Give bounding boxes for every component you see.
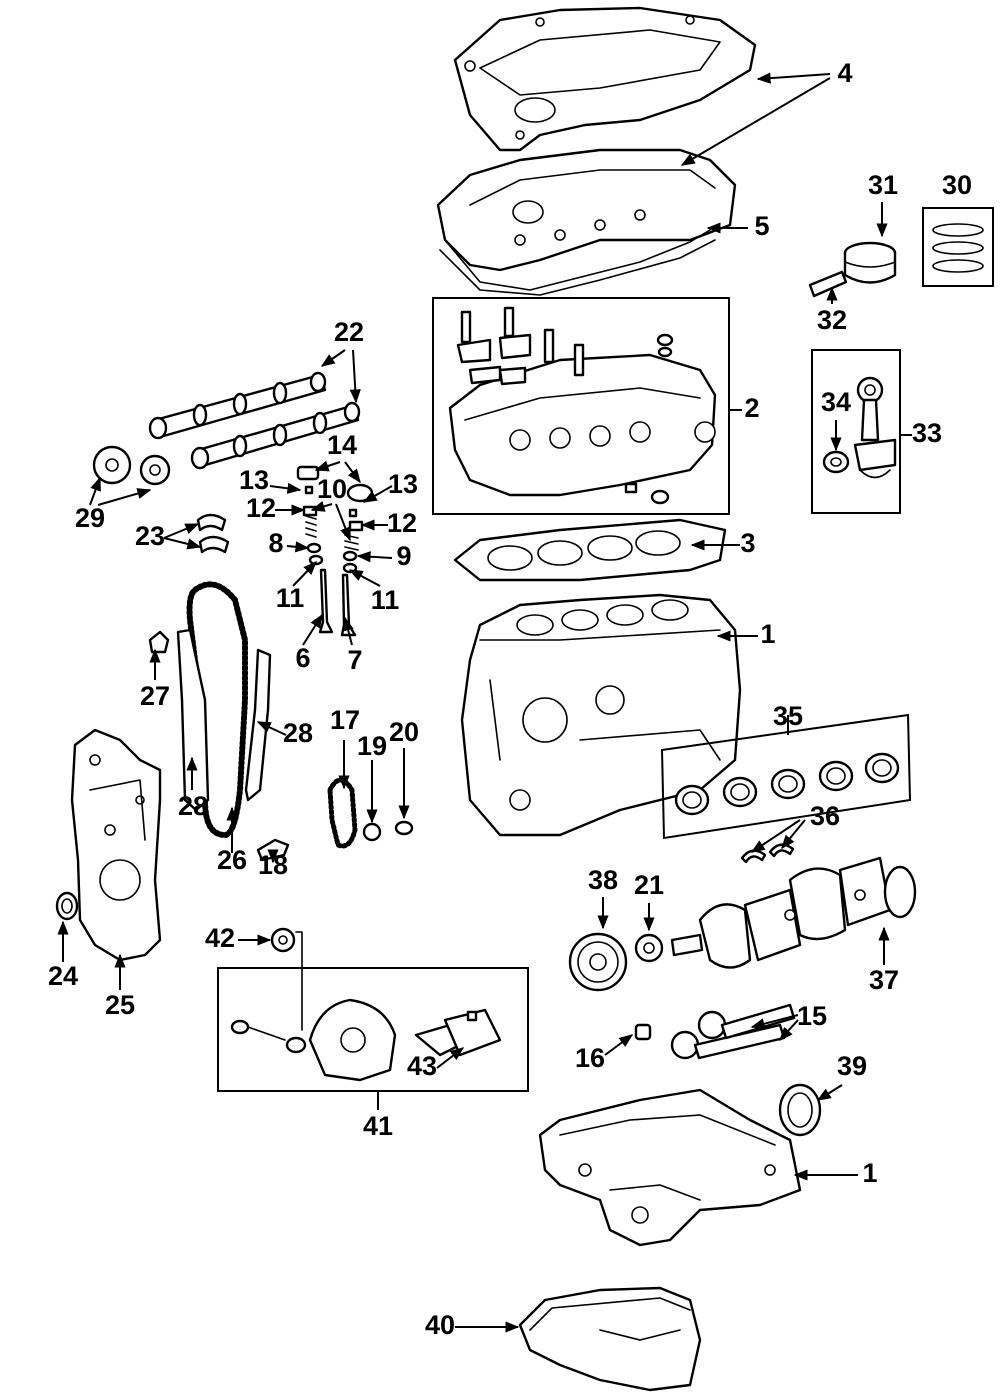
callout-2: 2 xyxy=(744,393,759,423)
lower-crankcase xyxy=(538,1088,802,1247)
oil-pump xyxy=(230,998,502,1082)
callout-13-right: 13 xyxy=(388,469,418,499)
piston-rings xyxy=(932,223,984,273)
callout-28-left: 28 xyxy=(178,791,208,821)
callout-11-left: 11 xyxy=(276,583,305,613)
piston xyxy=(808,241,897,298)
callout-14: 14 xyxy=(327,430,357,460)
callout-3: 3 xyxy=(740,528,755,558)
callout-5: 5 xyxy=(754,211,769,241)
callout-32: 32 xyxy=(817,305,847,335)
callout-28-right: 28 xyxy=(283,718,313,748)
head-gasket xyxy=(453,518,727,582)
oil-pan xyxy=(518,1286,702,1392)
callout-42: 42 xyxy=(205,923,235,953)
callout-25: 25 xyxy=(105,990,135,1020)
balance-shaft-chain xyxy=(327,777,414,849)
callout-7: 7 xyxy=(347,645,362,675)
crank-pulley xyxy=(568,932,664,992)
callout-numbers: 4 5 31 30 32 2 3 1 33 34 22 29 14 13 13 … xyxy=(48,58,972,1340)
oil-pump-group-box xyxy=(217,967,529,1092)
callout-8: 8 xyxy=(268,528,283,558)
callout-37: 37 xyxy=(869,965,899,995)
callout-36: 36 xyxy=(810,801,840,831)
callout-21: 21 xyxy=(634,870,664,900)
main-bearings-box xyxy=(660,713,912,840)
callout-34: 34 xyxy=(821,387,851,417)
connecting-rod xyxy=(822,376,897,479)
callout-12-left: 12 xyxy=(246,493,276,523)
balance-shafts xyxy=(634,1003,796,1060)
bearing-caps xyxy=(196,513,230,554)
engine-cover xyxy=(453,6,757,152)
callout-9: 9 xyxy=(396,541,411,571)
callout-20: 20 xyxy=(389,717,419,747)
crankshaft xyxy=(670,856,917,969)
callout-40: 40 xyxy=(425,1310,455,1340)
callout-30: 30 xyxy=(942,170,972,200)
callout-19: 19 xyxy=(357,731,387,761)
callout-18: 18 xyxy=(258,850,288,880)
callout-33: 33 xyxy=(912,418,942,448)
callout-6: 6 xyxy=(295,643,310,673)
engine-block xyxy=(460,593,742,837)
callout-23: 23 xyxy=(135,521,165,551)
callout-16: 16 xyxy=(575,1043,605,1073)
connecting-rod-box xyxy=(811,349,901,514)
cylinder-head xyxy=(448,306,717,505)
callout-13-left: 13 xyxy=(239,465,269,495)
callout-26: 26 xyxy=(217,845,247,875)
callout-31: 31 xyxy=(868,170,898,200)
callout-35: 35 xyxy=(773,701,803,731)
valve-cover-with-gasket xyxy=(436,148,737,296)
camshafts xyxy=(148,371,361,470)
callout-27: 27 xyxy=(140,681,170,711)
callout-41: 41 xyxy=(363,1111,393,1141)
callout-4: 4 xyxy=(837,58,852,88)
cylinder-head-group-box xyxy=(432,297,730,515)
callout-24: 24 xyxy=(48,961,78,991)
callout-11-right: 11 xyxy=(371,585,400,615)
piston-rings-box xyxy=(922,207,994,287)
cam-gears xyxy=(92,445,171,486)
leader-lines xyxy=(57,72,912,1333)
rear-main-seal xyxy=(778,1083,822,1137)
timing-cover xyxy=(55,728,162,962)
callout-10: 10 xyxy=(317,474,347,504)
main-bearings xyxy=(674,752,900,816)
callout-1-lower: 1 xyxy=(862,1158,877,1188)
callout-43: 43 xyxy=(407,1051,437,1081)
thrust-washers xyxy=(740,843,795,864)
oil-pump-sprocket xyxy=(270,927,303,1031)
callout-22: 22 xyxy=(334,317,364,347)
callout-38: 38 xyxy=(588,865,618,895)
callout-12-right: 12 xyxy=(387,508,417,538)
callout-15: 15 xyxy=(797,1001,827,1031)
callout-29: 29 xyxy=(75,503,105,533)
callout-39: 39 xyxy=(837,1051,867,1081)
callout-1-block: 1 xyxy=(760,619,775,649)
callout-17: 17 xyxy=(330,705,360,735)
